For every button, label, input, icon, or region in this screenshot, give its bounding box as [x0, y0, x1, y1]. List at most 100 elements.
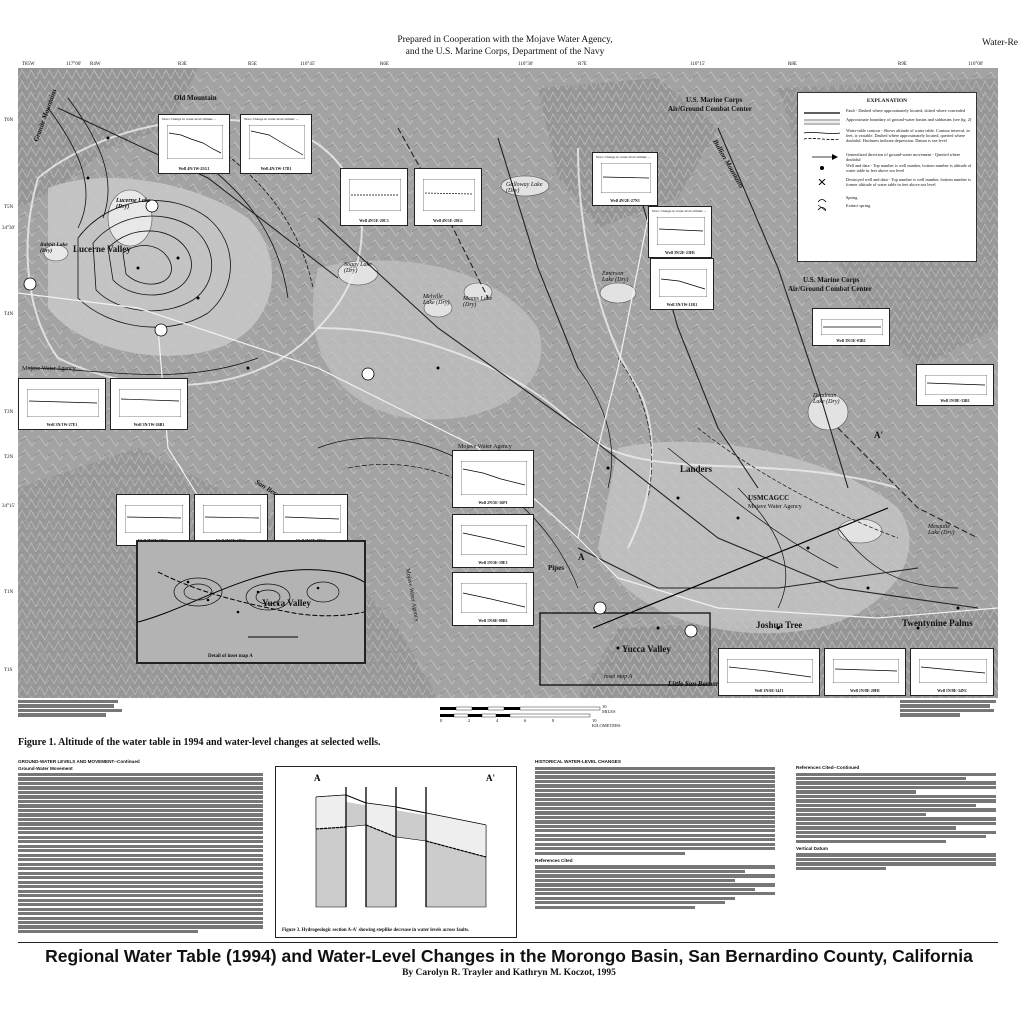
- side-tick: T5N: [4, 205, 14, 210]
- scale-bar: 10 MILES 10 KILOMETERS 0 2 4 6 8: [440, 704, 621, 730]
- tick-label: R4W: [90, 62, 101, 67]
- legend-item: Well and data - Top number is well numbe…: [802, 163, 976, 177]
- hydrograph[interactable]: Well 2N/5E-18G1: [116, 494, 190, 546]
- hydrograph[interactable]: Well 1N/8E-28H1: [824, 648, 906, 696]
- hydrograph-well-id: Well 3N/2E-23H1: [665, 250, 695, 255]
- sheet-byline: By Carolyn R. Trayler and Kathryn M. Koc…: [402, 968, 616, 978]
- hydrograph[interactable]: Well 3N/1W-11R1: [650, 258, 714, 310]
- legend-item: Water-table contour - Shows altitude of …: [802, 128, 976, 152]
- hydrograph-well-id: Well 4N/1W-25G1: [178, 166, 210, 171]
- hydrograph[interactable]: Well 3N/1E-03B1: [812, 308, 890, 346]
- text-column-2: HISTORICAL WATER-LEVEL CHANGES Reference…: [535, 759, 775, 910]
- label-pipes: Pipes: [548, 564, 564, 572]
- scale-miles-label: 10 MILES: [602, 704, 616, 714]
- basin-boundary-symbol-icon: [804, 119, 840, 125]
- hydrograph[interactable]: Well 1N/8E-33B1: [916, 364, 994, 406]
- tick-label: R5E: [248, 62, 257, 67]
- hydrograph[interactable]: Note: Change in water-level altitude ...…: [158, 114, 230, 174]
- scale-tick: 0: [440, 718, 443, 723]
- column-heading: HISTORICAL WATER-LEVEL CHANGES: [535, 759, 621, 764]
- hydrograph[interactable]: Note: Change in water-level altitude ...…: [648, 206, 712, 258]
- hydrograph-well-id: Well 3N/1W-11R1: [666, 302, 698, 307]
- label-inset-map-a: inset map A: [604, 674, 633, 680]
- label-mojave-water-agency-2: Mojave Water Agency: [458, 444, 512, 450]
- tick-label: 116°15': [690, 62, 706, 67]
- destroyed-well-symbol-icon: [818, 179, 826, 185]
- series-header: Water-Re: [982, 38, 1018, 48]
- hydrograph-well-id: Well 4N/1E-20C1: [359, 218, 389, 223]
- hydrograph[interactable]: Well 3N/1W-27E1: [18, 378, 106, 430]
- hydrograph[interactable]: Well 1N/5E-19E1: [452, 514, 534, 568]
- label-joshua-tree: Joshua Tree: [756, 620, 803, 630]
- hydrograph-plot: [657, 217, 705, 245]
- side-tick: T2N: [4, 455, 14, 460]
- hydrograph-plot: [249, 125, 305, 159]
- column-subheading: Vertical Datum: [796, 845, 828, 851]
- tick-label: R7E: [578, 62, 587, 67]
- hydrograph[interactable]: Well 1N/5E-08C1: [274, 494, 348, 546]
- inset-label-yucca-valley: Yucca Valley: [262, 598, 311, 608]
- label-mojave-water-agency-3: Mojave Water Agency: [748, 504, 802, 510]
- figure-3-caption: Figure 3. Hydrogeologic section A-A' sho…: [282, 928, 470, 933]
- legend-text: Generalized direction of ground-water mo…: [846, 152, 961, 162]
- flow-arrow-icon: [812, 154, 838, 160]
- legend-text: Fault - Dashed where approximately locat…: [846, 108, 965, 113]
- hydrograph[interactable]: Well 1N/8E-34N1: [910, 648, 994, 696]
- hydrograph-plot: [125, 505, 183, 533]
- column-subheading: References Cited: [535, 857, 573, 863]
- hydrograph[interactable]: Well 1N/6E-34J1: [718, 648, 820, 696]
- label-landers: Landers: [680, 464, 713, 474]
- column-body-lines: [18, 773, 263, 934]
- hydrograph-plot: [601, 163, 651, 193]
- fault-credit: [900, 700, 998, 718]
- legend-text: Extinct spring: [846, 203, 871, 208]
- tick-label: 116°30': [518, 62, 534, 67]
- hydrograph-well-id: Well 4N/1W-17D1: [260, 166, 292, 171]
- label-lucerne-lake: Lucerne Lake (Dry): [116, 198, 151, 210]
- tick-label: 117°00': [66, 62, 82, 67]
- hydrograph[interactable]: Well 2N/5E-16P1: [452, 450, 534, 508]
- hydrograph-well-id: Well 1N/8E-33B1: [940, 398, 970, 403]
- hydrograph-well-id: Well 3N/1E-03B1: [836, 338, 866, 343]
- hydrograph-plot: [659, 269, 707, 297]
- inset-map-a-detail[interactable]: Yucca Valley Detail of inset map A: [136, 540, 366, 664]
- header-line-1: Prepared in Cooperation with the Mojave …: [397, 35, 613, 45]
- hydrograph[interactable]: Well 3N/1W-26B1: [110, 378, 188, 430]
- hydrograph[interactable]: Well 4N/1E-28G1: [414, 168, 482, 226]
- hydrograph-well-id: Well 1N/6E-08B1: [478, 618, 508, 623]
- hydrograph-plot: [461, 461, 527, 495]
- text-column-1: GROUND-WATER LEVELS AND MOVEMENT--Contin…: [18, 759, 263, 934]
- legend-text: Approximate boundary of ground-water bas…: [846, 117, 972, 122]
- hydrograph[interactable]: Well 1N/6E-08B1: [452, 572, 534, 626]
- hydrograph-plot: [461, 583, 527, 613]
- side-tick: T6N: [4, 118, 14, 123]
- section-graphic: A A': [314, 773, 495, 908]
- fault-symbol-icon: [804, 112, 840, 114]
- svg-text:A: A: [314, 773, 321, 783]
- hydrograph-plot: [727, 659, 813, 683]
- label-melville-lake: Melville Lake (Dry): [423, 294, 450, 306]
- hydrograph-well-id: Well 1N/8E-28H1: [850, 688, 880, 693]
- hydrograph[interactable]: Well 1N/5E-18G1: [194, 494, 268, 546]
- label-yucca-valley: Yucca Valley: [622, 644, 671, 654]
- contour-symbol-icon: [804, 132, 840, 140]
- hydrograph-plot: [423, 179, 475, 211]
- hydrograph-well-id: Well 1N/5E-19E1: [478, 560, 508, 565]
- legend-item: Generalized direction of ground-water mo…: [802, 152, 976, 163]
- inset-map-graphics: [137, 542, 365, 662]
- label-mesquite-lake: Mesquite Lake (Dry): [928, 524, 955, 536]
- legend-item: Approximate boundary of ground-water bas…: [802, 117, 976, 128]
- hydrograph[interactable]: Note: Change in water-level altitude ...…: [592, 152, 658, 206]
- cooperation-header: Prepared in Cooperation with the Mojave …: [300, 34, 710, 58]
- hydrograph-well-id: Well 4N/1E-28G1: [433, 218, 463, 223]
- label-mojave-water-agency-1: Mojave Water Agency: [22, 366, 76, 372]
- hydrograph[interactable]: Note: Change in water-level altitude ...…: [240, 114, 312, 174]
- hydrograph[interactable]: Well 4N/1E-20C1: [340, 168, 408, 226]
- label-old-mountain: Old Mountain: [174, 94, 217, 102]
- sheet-title: Regional Water Table (1994) and Water-Le…: [45, 946, 973, 966]
- legend-text: Spring: [846, 195, 858, 200]
- label-twentynine-palms: Twentynine Palms: [902, 618, 973, 628]
- scale-tick: 4: [496, 718, 499, 723]
- label-means-lake: Means Lake (Dry): [463, 296, 493, 308]
- hydrograph-note: Note: Change in water-level altitude ...: [244, 117, 299, 121]
